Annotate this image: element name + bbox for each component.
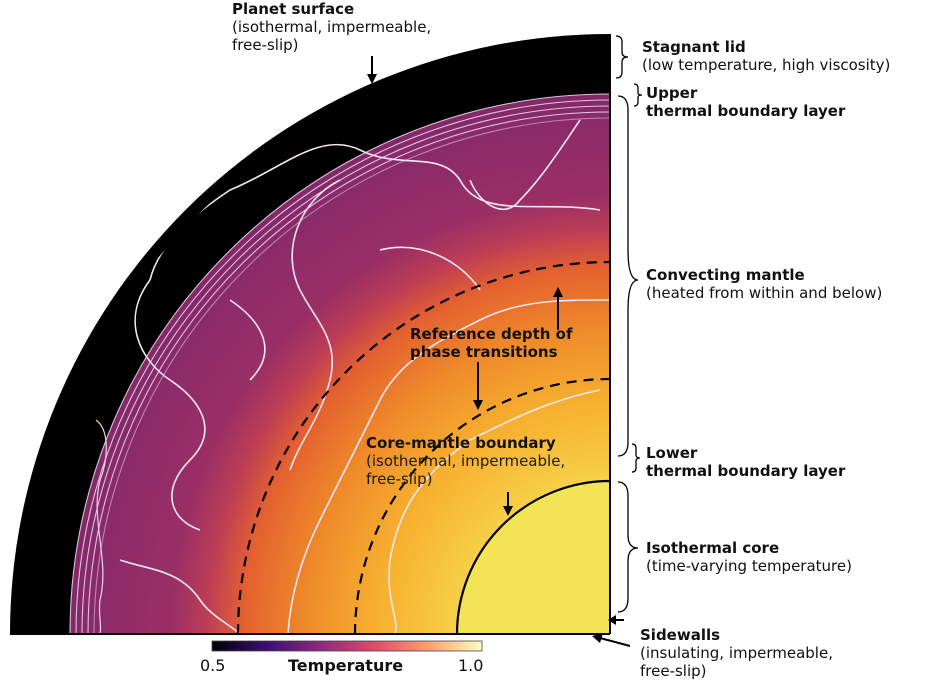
label-convecting-mantle: Convecting mantle (heated from within an…	[646, 266, 883, 302]
pointer-arrows	[367, 56, 631, 647]
temperature-colorbar	[211, 640, 483, 652]
upper-boundary-layer-contours	[69, 93, 611, 635]
label-stagnant-lid: Stagnant lid (low temperature, high visc…	[642, 38, 891, 74]
colorbar-title: Temperature	[288, 656, 404, 675]
label-core-mantle-boundary: Core-mantle boundary (isothermal, imperm…	[366, 434, 566, 488]
right-braces	[615, 35, 643, 613]
label-sidewalls: Sidewalls (insulating, impermeable, free…	[640, 626, 833, 680]
colorbar-min-label: 0.5	[200, 656, 226, 675]
convecting-mantle-region	[70, 94, 610, 634]
phase-transition-boundary-lower	[353, 377, 611, 635]
isothermal-core	[457, 481, 610, 634]
mantle-temperature-contours	[119, 119, 610, 634]
cold-plume-contour	[95, 419, 107, 635]
colorbar-max-label: 1.0	[458, 656, 484, 675]
label-phase-transitions: Reference depth of phase transitions	[410, 325, 573, 361]
core-mantle-boundary-line	[455, 479, 611, 635]
label-isothermal-core: Isothermal core (time-varying temperatur…	[646, 539, 852, 575]
label-lower-tbl: Lower thermal boundary layer	[646, 444, 846, 480]
phase-transition-boundary-upper	[236, 260, 611, 635]
label-planet-surface: Planet surface (isothermal, impermeable,…	[232, 0, 432, 54]
label-upper-tbl: Upper thermal boundary layer	[646, 84, 846, 120]
